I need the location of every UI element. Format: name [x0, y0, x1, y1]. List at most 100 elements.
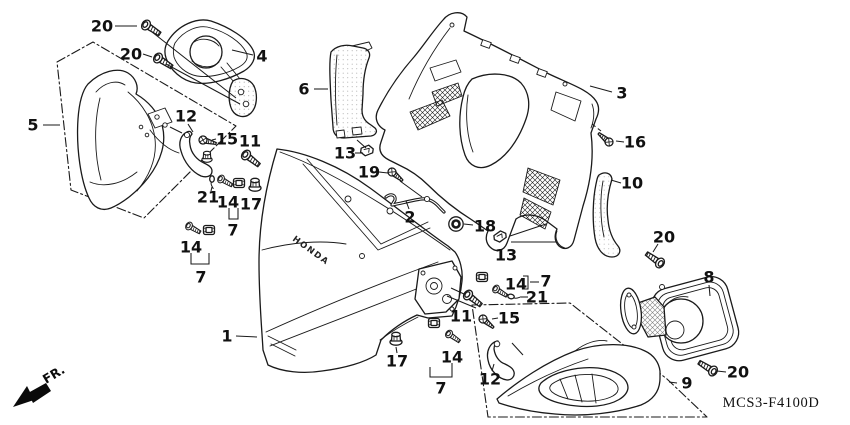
callout-7-18: 7	[195, 268, 206, 287]
fr-arrow-icon	[13, 386, 34, 407]
nut-icon-14-upper-center	[475, 271, 489, 283]
callout-17-15: 17	[240, 195, 262, 214]
leader-line-20	[652, 243, 659, 253]
callout-15-9: 15	[216, 130, 238, 149]
flange-nut-icon-clamp	[201, 150, 213, 163]
leader-line-15	[211, 138, 217, 141]
callout-18-21: 18	[474, 217, 496, 236]
connector-line	[356, 139, 367, 149]
bolt-icon-11-left	[238, 147, 263, 170]
callout-21-25: 21	[526, 288, 548, 307]
group-bracket	[190, 253, 210, 265]
screw-icon-15-left	[197, 134, 218, 149]
leader-line-1	[235, 335, 258, 338]
part-10-side-seal	[592, 172, 621, 258]
clamp-icon-12-left	[179, 130, 213, 178]
connector-line	[591, 123, 602, 132]
screw-icon-15-right	[476, 312, 497, 332]
nut-icon-14-left-upper	[232, 177, 246, 189]
clip-icon-13-left	[359, 143, 375, 158]
connector-line	[169, 126, 183, 134]
callout-14-14: 14	[217, 193, 239, 212]
callout-21-13: 21	[197, 188, 219, 207]
part-3-inner-upper-cowl	[375, 12, 600, 252]
callout-17-29: 17	[386, 352, 408, 371]
part-4-left-mirror	[164, 19, 258, 118]
connector-line	[446, 295, 477, 309]
grommet-icon-18	[448, 216, 464, 232]
connector-line	[509, 223, 547, 237]
leader-line-17	[395, 346, 398, 354]
callout-1-19: 1	[221, 327, 232, 346]
connector-line	[511, 342, 524, 356]
bolt-icon-14-left-lower	[183, 220, 203, 237]
callout-12-8: 12	[175, 107, 197, 126]
leader-line-12	[491, 363, 495, 372]
bolt-icon-20-top-left	[139, 17, 164, 39]
connector-lines	[43, 25, 727, 384]
part-2-stay-wire	[384, 193, 446, 214]
flange-nut-icon-17-center	[389, 331, 403, 346]
callout-20-1: 20	[120, 45, 142, 64]
callout-6-4: 6	[298, 80, 309, 99]
part-6-side-pad	[329, 41, 378, 139]
part-9-right-lower-cowl	[496, 340, 661, 416]
region-box-left-mirror-housing	[56, 41, 237, 219]
leader-line-21	[210, 186, 213, 192]
callout-12-28: 12	[479, 370, 501, 389]
connector-line	[151, 31, 237, 99]
nut-icon-14-center	[427, 317, 441, 329]
callout-7-31: 7	[435, 379, 446, 398]
fr-direction-indicator: FR.	[13, 362, 67, 407]
nut-icon-14-left-lower	[202, 224, 216, 236]
fr-arrow-shaft	[28, 383, 51, 403]
callout-14-23: 14	[505, 275, 527, 294]
callout-14-17: 14	[180, 238, 202, 257]
clamp-icon-12-right	[486, 340, 515, 381]
callout-10-7: 10	[621, 174, 643, 193]
leader-line-18	[463, 223, 474, 226]
callout-8-33: 8	[703, 268, 714, 287]
leader-line-15	[491, 317, 499, 320]
leader-line-16	[615, 140, 625, 143]
callout-7-16: 7	[227, 221, 238, 240]
callout-11-10: 11	[239, 132, 261, 151]
group-bracket	[523, 275, 529, 290]
screw-icon-16	[595, 129, 616, 149]
flange-nut-icon-17-left	[248, 177, 262, 192]
group-bracket	[429, 363, 453, 378]
diagram-code: MCS3-F4100D	[723, 395, 820, 411]
callout-16-6: 16	[624, 133, 646, 152]
part-1-front-lower-cowl: HONDA	[258, 148, 463, 373]
leader-line-20	[142, 53, 153, 58]
leader-line-20	[716, 370, 727, 373]
callout-13-11: 13	[334, 144, 356, 163]
callout-4-2: 4	[256, 47, 267, 66]
callout-15-27: 15	[498, 309, 520, 328]
callout-7-24: 7	[540, 272, 551, 291]
pin-clip-icon-21-right	[506, 293, 522, 302]
bolt-icon-20-right-upper	[642, 248, 667, 271]
leader-line-3	[589, 85, 613, 93]
callout-13-22: 13	[495, 246, 517, 265]
fr-label: FR.	[40, 362, 68, 387]
bolt-icon-20-right-lower	[695, 357, 720, 379]
connector-line	[165, 63, 241, 105]
leader-line-10	[610, 179, 622, 184]
callout-20-32: 20	[653, 228, 675, 247]
region-box-right-lower-cowl	[471, 302, 708, 418]
connector-line	[450, 287, 465, 295]
callout-20-0: 20	[91, 17, 113, 36]
callout-20-34: 20	[727, 363, 749, 382]
callout-3-5: 3	[616, 84, 627, 103]
leader-line-4	[231, 49, 254, 56]
bolt-icon-14-center-lower	[443, 328, 463, 346]
part-5-mirror-housing-cover	[76, 69, 180, 211]
leader-line-9	[668, 381, 678, 384]
callout-19-12: 19	[358, 163, 380, 182]
part-8-right-mirror	[619, 276, 740, 362]
callout-9-35: 9	[681, 374, 692, 393]
